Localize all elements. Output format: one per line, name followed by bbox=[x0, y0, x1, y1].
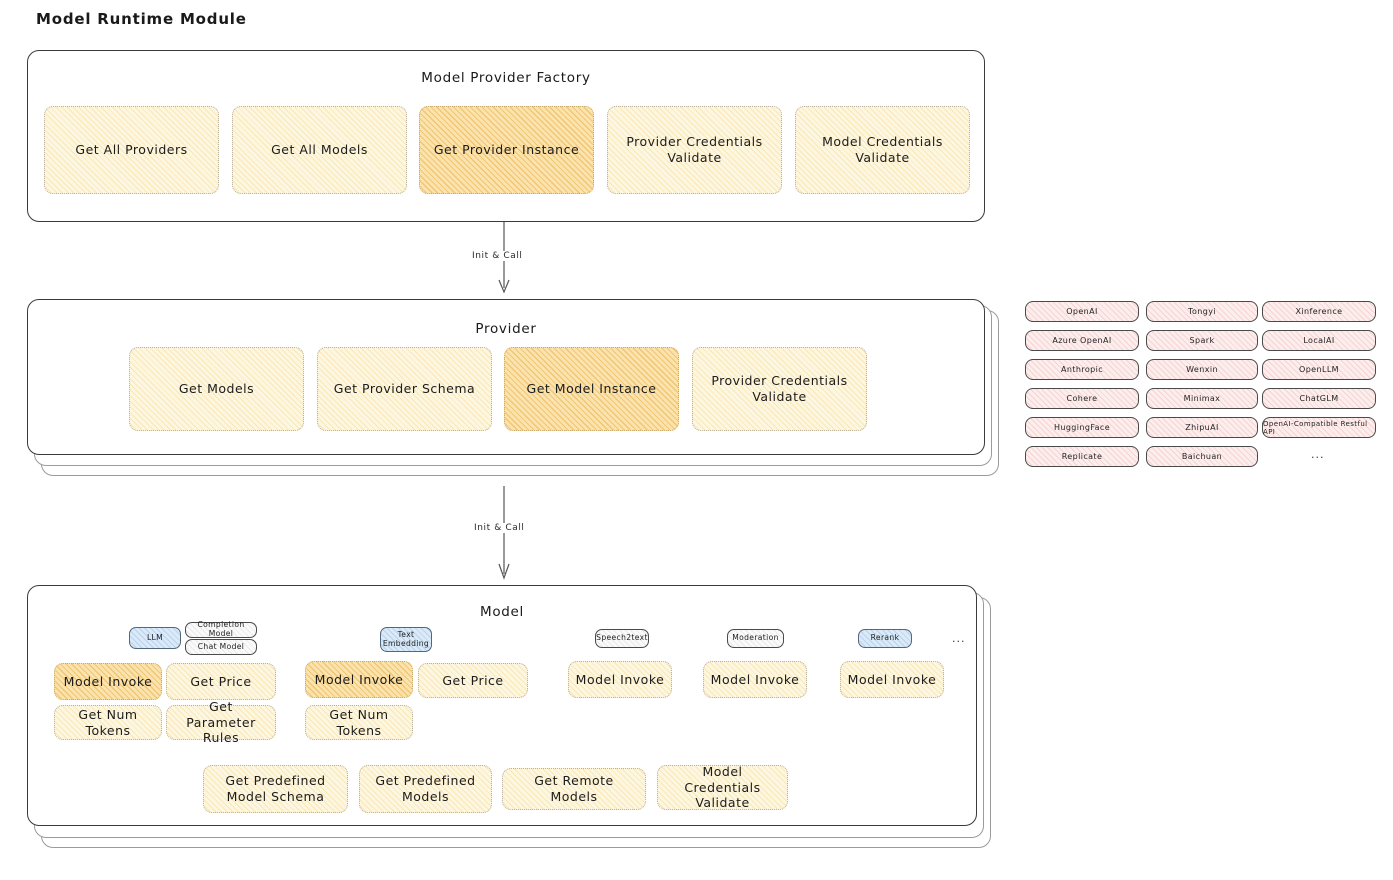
arrow-label-init-and-call-2: Init & Call bbox=[470, 523, 529, 533]
provider-tag-wenxin[interactable]: Wenxin bbox=[1146, 359, 1258, 380]
model-box-speech2text-model-invoke[interactable]: Model Invoke bbox=[568, 661, 672, 698]
model-box-get-remote-models[interactable]: Get Remote Models bbox=[502, 768, 646, 810]
model-provider-factory-title: Model Provider Factory bbox=[421, 70, 591, 86]
provider-tag-anthropic[interactable]: Anthropic bbox=[1025, 359, 1139, 380]
arrow-label-init-and-call-1: Init & Call bbox=[468, 251, 527, 261]
provider-tag-tongyi[interactable]: Tongyi bbox=[1146, 301, 1258, 322]
provider-tag-openllm[interactable]: OpenLLM bbox=[1262, 359, 1376, 380]
provider-title: Provider bbox=[475, 321, 537, 337]
provider-tag-openai[interactable]: OpenAI bbox=[1025, 301, 1139, 322]
model-type-pill-rerank[interactable]: Rerank bbox=[858, 629, 912, 648]
provider-tag-minimax[interactable]: Minimax bbox=[1146, 388, 1258, 409]
factory-box-get-all-providers[interactable]: Get All Providers bbox=[44, 106, 219, 194]
model-box-llm-get-price[interactable]: Get Price bbox=[166, 663, 276, 700]
provider-tag-huggingface[interactable]: HuggingFace bbox=[1025, 417, 1139, 438]
model-box-llm-model-invoke[interactable]: Model Invoke bbox=[54, 663, 162, 700]
model-subtype-pill-chat-model[interactable]: Chat Model bbox=[185, 639, 257, 655]
model-types-more-ellipsis: ... bbox=[952, 632, 966, 645]
model-type-pill-moderation[interactable]: Moderation bbox=[727, 629, 784, 648]
model-box-model-credentials-validate[interactable]: Model Credentials Validate bbox=[657, 764, 788, 810]
model-box-get-predefined-models[interactable]: Get Predefined Models bbox=[359, 765, 492, 813]
provider-list-more-ellipsis: ... bbox=[1311, 448, 1325, 461]
provider-box-get-models[interactable]: Get Models bbox=[129, 347, 304, 431]
model-box-llm-get-num-tokens[interactable]: Get Num Tokens bbox=[54, 705, 162, 740]
provider-tag-zhipuai[interactable]: ZhipuAI bbox=[1146, 417, 1258, 438]
factory-box-get-all-models[interactable]: Get All Models bbox=[232, 106, 407, 194]
model-title: Model bbox=[479, 604, 525, 620]
model-type-pill-speech2text[interactable]: Speech2text bbox=[595, 629, 649, 648]
provider-tag-spark[interactable]: Spark bbox=[1146, 330, 1258, 351]
model-box-text-embedding-model-invoke[interactable]: Model Invoke bbox=[305, 661, 413, 698]
factory-box-get-provider-instance[interactable]: Get Provider Instance bbox=[419, 106, 594, 194]
provider-tag-openai-compatible-restful-api[interactable]: OpenAI-Compatible Restful API bbox=[1262, 417, 1376, 438]
model-type-pill-llm[interactable]: LLM bbox=[129, 627, 181, 649]
provider-tag-baichuan[interactable]: Baichuan bbox=[1146, 446, 1258, 467]
model-box-get-predefined-model-schema[interactable]: Get Predefined Model Schema bbox=[203, 765, 348, 813]
provider-box-get-model-instance[interactable]: Get Model Instance bbox=[504, 347, 679, 431]
provider-box-get-provider-schema[interactable]: Get Provider Schema bbox=[317, 347, 492, 431]
model-type-pill-text-embedding[interactable]: Text Embedding bbox=[380, 627, 432, 652]
arrow-provider-to-model bbox=[498, 486, 510, 580]
factory-box-model-credentials-validate[interactable]: Model Credentials Validate bbox=[795, 106, 970, 194]
model-box-rerank-model-invoke[interactable]: Model Invoke bbox=[840, 661, 944, 698]
model-box-text-embedding-get-price[interactable]: Get Price bbox=[418, 663, 528, 698]
factory-box-provider-credentials-validate[interactable]: Provider Credentials Validate bbox=[607, 106, 782, 194]
model-box-text-embedding-get-num-tokens[interactable]: Get Num Tokens bbox=[305, 705, 413, 740]
provider-box-provider-credentials-validate[interactable]: Provider Credentials Validate bbox=[692, 347, 867, 431]
provider-tag-replicate[interactable]: Replicate bbox=[1025, 446, 1139, 467]
provider-tag-localai[interactable]: LocalAI bbox=[1262, 330, 1376, 351]
provider-tag-chatglm[interactable]: ChatGLM bbox=[1262, 388, 1376, 409]
model-box-moderation-model-invoke[interactable]: Model Invoke bbox=[703, 661, 807, 698]
provider-tag-cohere[interactable]: Cohere bbox=[1025, 388, 1139, 409]
provider-tag-azure-openai[interactable]: Azure OpenAI bbox=[1025, 330, 1139, 351]
model-subtype-pill-completion-model[interactable]: Completion Model bbox=[185, 620, 257, 638]
provider-tag-xinference[interactable]: Xinference bbox=[1262, 301, 1376, 322]
page-title: Model Runtime Module bbox=[36, 10, 247, 28]
model-box-llm-get-parameter-rules[interactable]: Get Parameter Rules bbox=[166, 699, 276, 745]
